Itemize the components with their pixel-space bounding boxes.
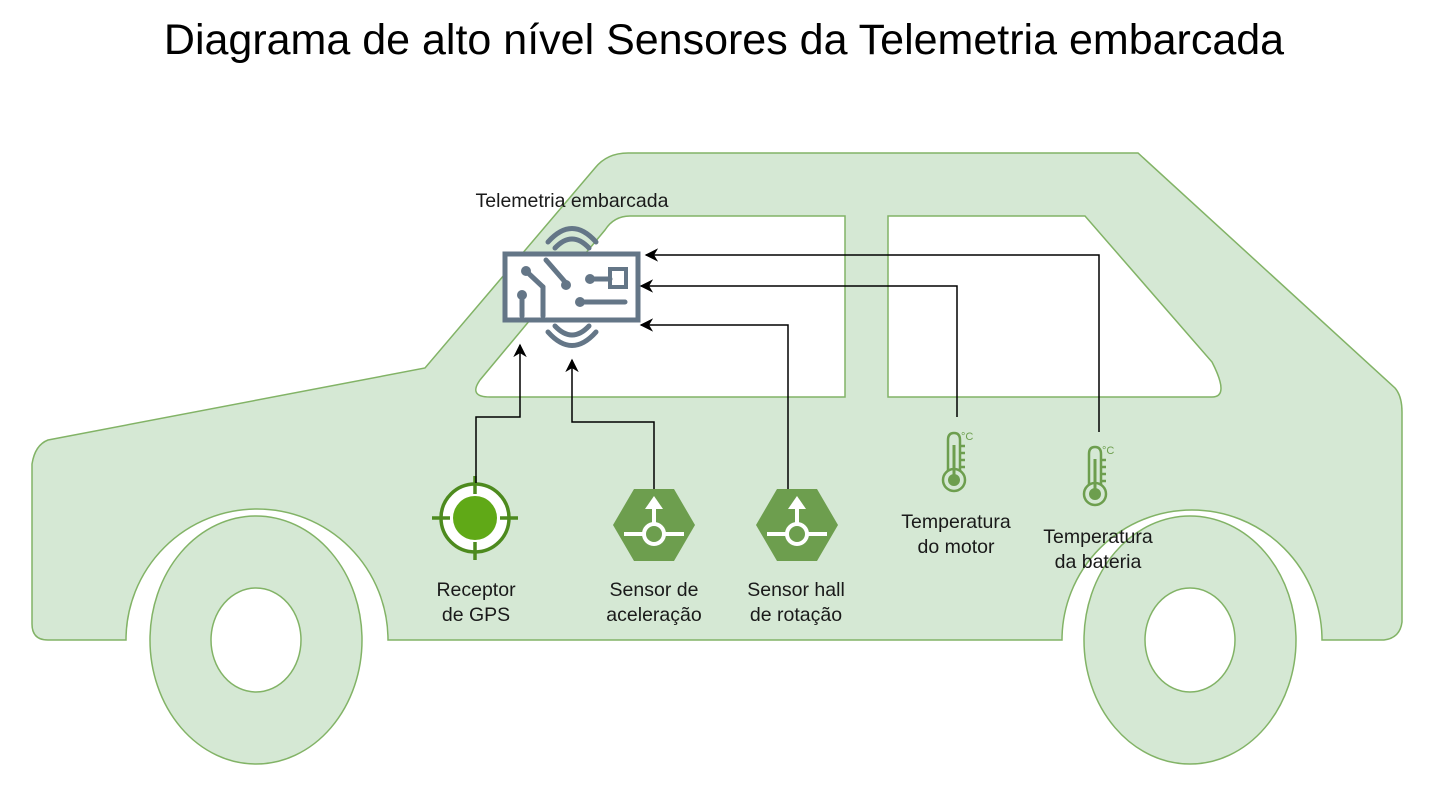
sensor-label-gps: Receptor de GPS (396, 578, 556, 628)
hall-sensor-hexagon-icon (756, 489, 838, 561)
sensor-label-engine-temp: Temperatura do motor (876, 510, 1036, 560)
sensor-label-hall: Sensor hall de rotação (716, 578, 876, 628)
rear-window (887, 215, 1222, 398)
connector-engine-temp (639, 279, 958, 417)
engine-temp-unit: °C (961, 431, 973, 443)
connectors (475, 248, 1100, 489)
connector-acceleration (565, 358, 655, 489)
accelerometer-hexagon-icon (613, 489, 695, 561)
car-silhouette (31, 152, 1403, 765)
hub-label: Telemetria embarcada (475, 190, 669, 212)
diagram-title: Diagrama de alto nível Sensores da Telem… (163, 16, 1285, 64)
connector-gps (475, 343, 527, 483)
sensor-label-line: Temperatura (1043, 526, 1153, 548)
sensor-label-line: Sensor de (609, 579, 699, 601)
sensor-label-line: de rotação (749, 604, 843, 626)
sensor-label-line: Receptor (436, 579, 516, 601)
sensor-label-line: do motor (917, 536, 995, 558)
sensor-label-acceleration: Sensor de aceleração (574, 578, 734, 628)
sensor-label-battery-temp: Temperatura da bateria (1018, 525, 1178, 575)
connector-battery-temp (644, 248, 1100, 432)
battery-thermometer-icon (1082, 445, 1108, 507)
sensor-label-line: Sensor hall (747, 579, 845, 601)
gps-target-icon (432, 476, 518, 560)
connector-hall (639, 318, 789, 489)
battery-temp-unit: °C (1102, 445, 1114, 457)
sensor-label-line: Temperatura (901, 511, 1011, 533)
sensor-label-line: da bateria (1054, 551, 1142, 573)
front-hubcap (210, 587, 302, 693)
engine-thermometer-icon (941, 431, 967, 493)
front-window (475, 215, 846, 398)
sensor-label-line: de GPS (441, 604, 511, 626)
circuit-board-wireless-icon (502, 226, 641, 348)
rear-hubcap (1144, 587, 1236, 693)
sensor-label-line: aceleração (606, 604, 702, 626)
